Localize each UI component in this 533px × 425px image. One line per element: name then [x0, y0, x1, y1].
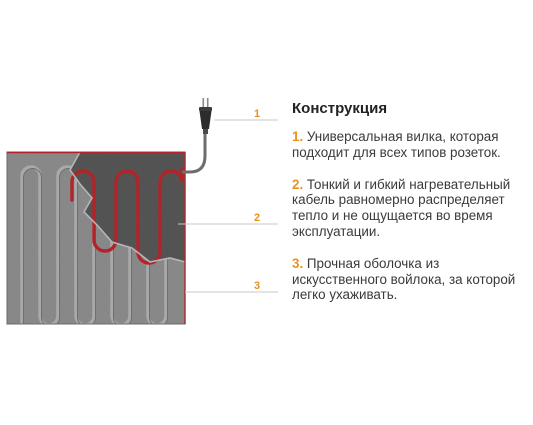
item-text: Прочная оболочка из искусственного войло…: [292, 255, 516, 303]
section-title: Конструкция: [292, 100, 388, 117]
mat-shell: [7, 152, 185, 324]
description-item-3: 3. Прочная оболочка из искусственного во…: [292, 256, 527, 303]
description-item-2: 2. Тонкий и гибкий нагревательный кабель…: [292, 177, 527, 240]
item-text: Тонкий и гибкий нагревательный кабель ра…: [292, 176, 511, 239]
heating-cable: [70, 168, 185, 265]
item-number: 2.: [292, 176, 304, 192]
description-panel: Конструкция 1. Универсальная вилка, кото…: [292, 100, 527, 319]
item-number: 3.: [292, 255, 304, 271]
callout-3: 3: [254, 280, 260, 292]
plug-icon: [199, 98, 212, 134]
item-number: 1.: [292, 129, 304, 144]
power-cord: [182, 133, 207, 174]
description-item-1: 1. Универсальная вилка, которая подходит…: [292, 129, 527, 161]
item-text: Универсальная вилка, которая подходит дл…: [292, 129, 501, 160]
inner-layer: [69, 152, 185, 265]
callout-2: 2: [254, 212, 260, 224]
callout-1: 1: [254, 108, 260, 120]
